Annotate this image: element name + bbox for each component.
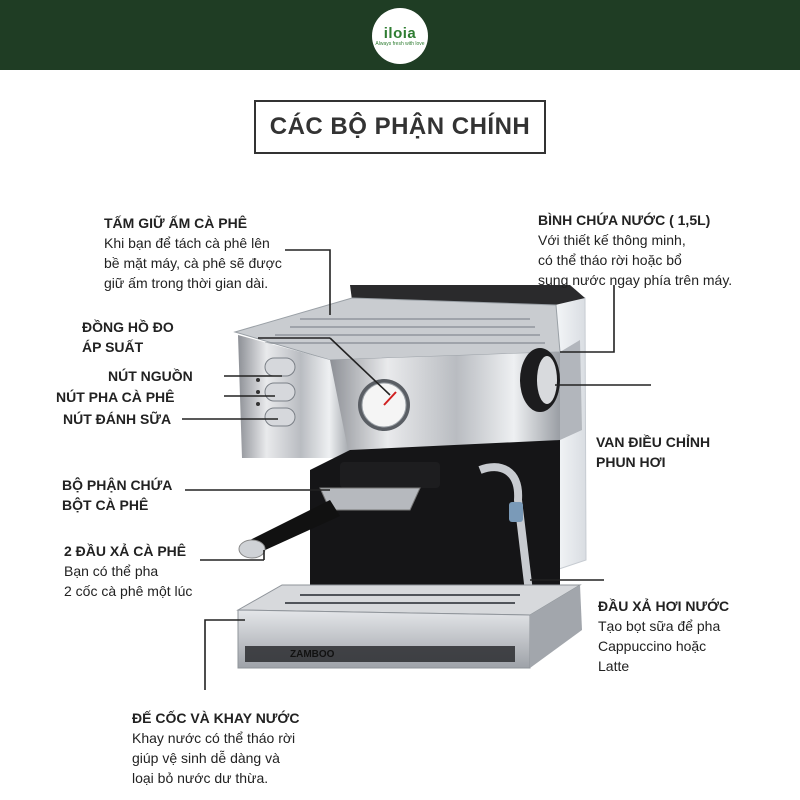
logo-text: iloia <box>383 24 417 42</box>
label-dual-spout: 2 ĐẦU XẢ CÀ PHÊ Bạn có thể pha 2 cốc cà … <box>64 543 193 599</box>
page-title: CÁC BỘ PHẬN CHÍNH <box>269 113 531 140</box>
warming-plate-shape <box>233 297 561 361</box>
side-panel <box>560 340 582 440</box>
handle-end <box>238 539 266 559</box>
label-froth-button: NÚT ĐÁNH SỮA <box>63 411 172 427</box>
label-pressure-gauge: ĐỒNG HỒ ĐO ÁP SUẤT <box>82 319 174 355</box>
page-title-box: CÁC BỘ PHẬN CHÍNH <box>254 100 546 154</box>
front-main-panel <box>330 352 560 460</box>
portafilter-shape <box>319 487 421 511</box>
label-power-button: NÚT NGUỒN <box>108 368 193 384</box>
label-drip-tray: ĐẾ CỐC VÀ KHAY NƯỚC Khay nước có thể thá… <box>132 710 300 786</box>
label-warming-plate: TẤM GIỮ ẤM CÀ PHÊ Khi bạn để tách cà phê… <box>104 215 282 291</box>
steam-wand-shape <box>478 463 534 601</box>
base-side <box>530 585 582 668</box>
label-brew-button: NÚT PHA CÀ PHÊ <box>56 389 175 405</box>
label-water-tank: BÌNH CHỨA NƯỚC ( 1,5L) Với thiết kế thôn… <box>538 212 733 288</box>
machine-brand-label: ZAMBOO <box>290 649 335 660</box>
pressure-gauge-shape <box>358 379 410 431</box>
warming-plate-grid <box>265 318 545 344</box>
label-steam-wand: ĐẦU XẢ HƠI NƯỚC Tạo bọt sữa để pha Cappu… <box>598 598 730 674</box>
label-portafilter: BỘ PHẬN CHỨA BỘT CÀ PHÊ <box>62 477 173 513</box>
label-steam-knob: VAN ĐIỀU CHỈNH PHUN HƠI <box>596 434 711 470</box>
drip-tray-grid <box>285 594 520 604</box>
leader-lines <box>182 249 651 690</box>
portafilter-handle <box>250 500 340 556</box>
steam-knob-shape <box>520 348 560 412</box>
logo-tagline: Always fresh with love <box>375 40 425 47</box>
group-head <box>340 462 440 488</box>
brand-logo[interactable]: iloia Always fresh with love <box>372 8 428 64</box>
header-bar: iloia Always fresh with love <box>0 0 800 70</box>
